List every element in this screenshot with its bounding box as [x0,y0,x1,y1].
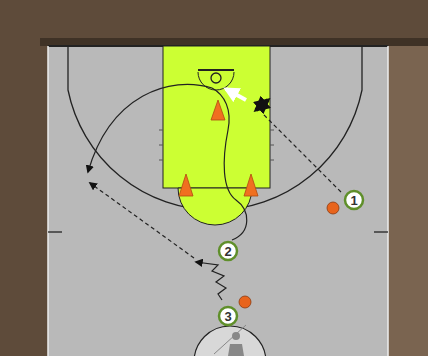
sideline [47,46,49,356]
coach-stick [214,325,246,354]
baseline-strip [40,38,428,46]
player-number: 1 [350,194,357,207]
ball [327,202,339,214]
center-circle [194,326,266,356]
coach-icon [228,332,244,356]
hash-mark [374,231,388,232]
screen-arrow [256,100,268,110]
ball [239,296,251,308]
hash-mark [48,231,62,232]
cut-path [212,88,247,240]
player-circle [219,242,237,260]
restricted-arc [198,72,234,90]
player-marker: 1 [343,189,365,211]
player-marker: 2 [217,240,239,262]
cut-arrow [226,89,246,100]
backboard [198,69,234,71]
side-strip [388,46,428,356]
pass-line [90,183,194,258]
three-point-line [68,46,362,210]
player-circle [345,191,363,209]
player-circle [219,307,237,325]
lane [163,46,270,188]
player-number: 2 [224,245,231,258]
player-marker: 3 [217,305,239,327]
sideline [387,46,389,356]
pass-line [262,113,341,192]
dribble-line [196,262,226,300]
court-floor [48,46,388,356]
hoop [211,73,221,83]
player-number: 3 [224,310,231,323]
lane-marks [159,130,274,160]
cones [179,100,258,196]
cut-path [88,84,212,172]
